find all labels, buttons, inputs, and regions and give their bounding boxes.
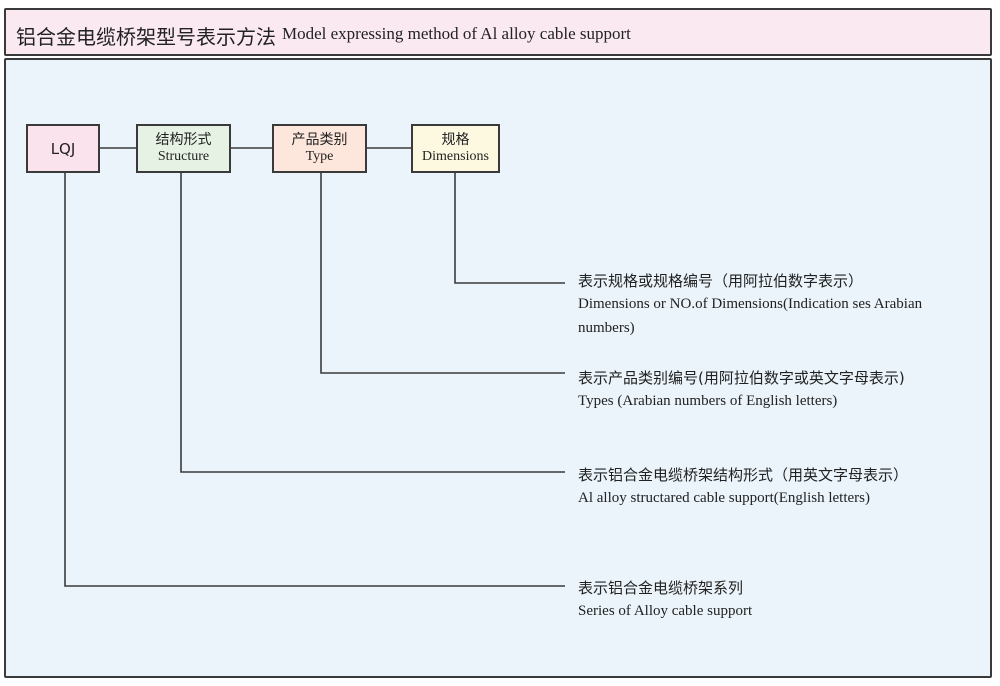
structure-box: 结构形式 Structure [136,124,231,173]
title-english: Model expressing method of Al alloy cabl… [282,24,631,43]
description-structure-cn: 表示铝合金电缆桥架结构形式（用英文字母表示） [578,466,909,484]
title-bar: 铝合金电缆桥架型号表示方法 Model expressing method of… [4,8,992,56]
title-chinese: 铝合金电缆桥架型号表示方法 [16,25,276,49]
description-dimensions-cn: 表示规格或规格编号（用阿拉伯数字表示） [578,272,864,290]
description-dimensions: 表示规格或规格编号（用阿拉伯数字表示） Dimensions or NO.of … [578,270,958,340]
lqj-label: LQJ [50,139,76,158]
dimensions-box: 规格 Dimensions [411,124,500,173]
description-type-cn: 表示产品类别编号(用阿拉伯数字或英文字母表示) [578,369,905,387]
type-label-cn: 产品类别 [291,132,348,148]
type-label-en: Type [305,149,334,164]
description-structure: 表示铝合金电缆桥架结构形式（用英文字母表示） Al alloy structar… [578,464,978,510]
description-dimensions-en: Dimensions or NO.of Dimensions(Indicatio… [578,296,923,336]
leader-type [320,172,565,374]
leader-structure [180,172,565,473]
description-type-en: Types (Arabian numbers of English letter… [578,393,838,409]
type-box: 产品类别 Type [272,124,367,173]
description-series: 表示铝合金电缆桥架系列 Series of Alloy cable suppor… [578,577,978,623]
lqj-box: LQJ [26,124,100,173]
structure-label-cn: 结构形式 [155,132,212,148]
dimensions-label-en: Dimensions [422,149,489,164]
structure-label-en: Structure [157,149,210,164]
description-series-en: Series of Alloy cable support [578,603,753,619]
description-series-cn: 表示铝合金电缆桥架系列 [578,579,744,597]
dimensions-label-cn: 规格 [441,132,470,148]
leader-series [64,172,565,587]
leader-dimensions [454,172,565,284]
description-structure-en: Al alloy structared cable support(Englis… [578,490,870,506]
description-type: 表示产品类别编号(用阿拉伯数字或英文字母表示) Types (Arabian n… [578,367,978,413]
